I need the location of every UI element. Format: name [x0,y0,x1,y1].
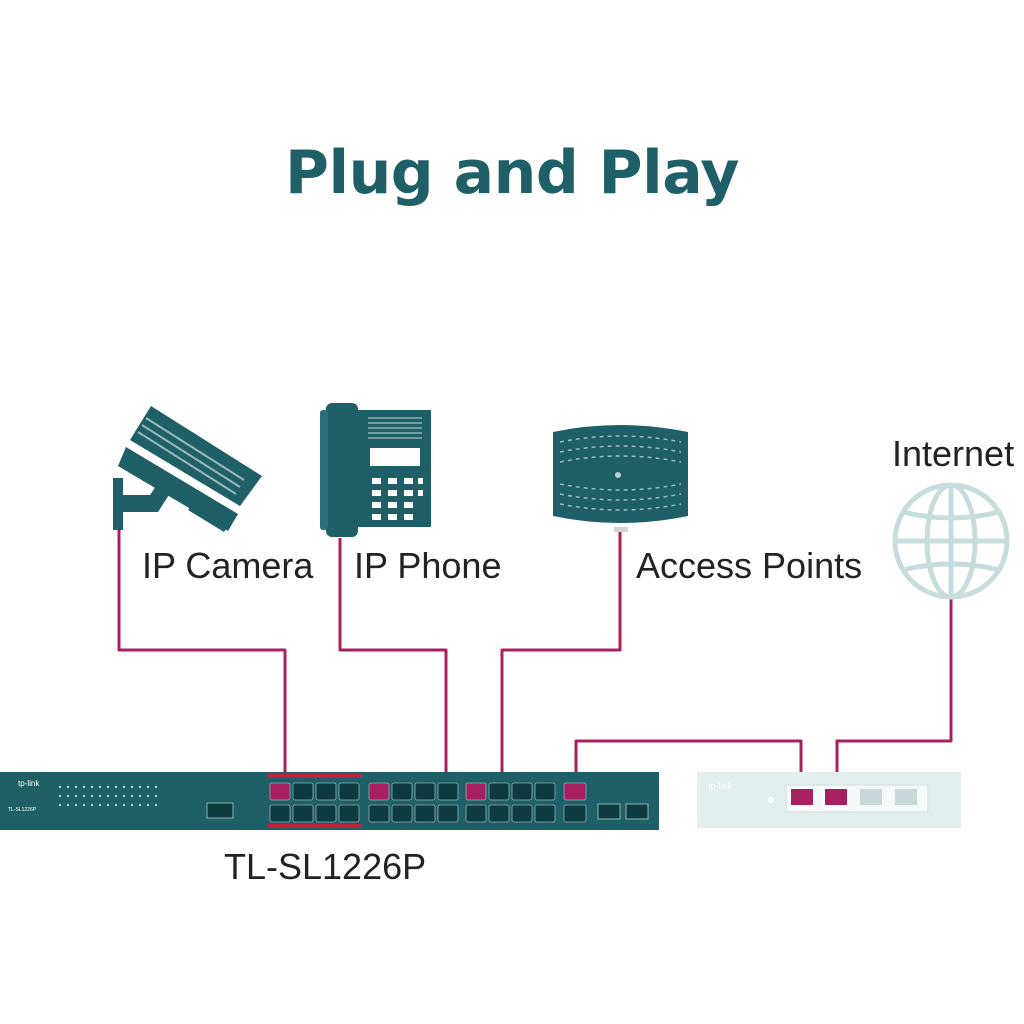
ethernet-port [414,782,436,801]
uplink-cable [574,739,803,785]
ethernet-port [315,782,337,801]
ethernet-port [269,804,291,823]
ethernet-port [488,804,510,823]
ip-camera-icon [113,406,262,532]
internet-cable [835,598,953,785]
uplink-port [563,782,587,801]
ip-camera-label: IP Camera [142,545,314,586]
ethernet-port [465,804,487,823]
ip-phone-label: IP Phone [354,545,502,586]
router-port-2 [825,789,847,805]
ethernet-port [391,804,413,823]
ip-phone-icon [320,403,431,537]
ethernet-port [511,782,533,801]
ethernet-port [315,804,337,823]
ethernet-port [292,804,314,823]
switch-model-label: TL-SL1226P [224,846,427,887]
access-point-cable [500,532,622,785]
status-leds [58,785,158,807]
sfp-ports [597,803,649,820]
ethernet-port [534,782,556,801]
internet-label: Internet [892,433,1015,474]
router-brand-logo: tp-link [708,781,733,791]
ethernet-port [534,804,556,823]
switch-brand-logo: tp-link [18,779,40,788]
globe-icon [892,482,1010,600]
ethernet-port [414,804,436,823]
router-port-3 [860,789,882,805]
console-port [206,802,234,819]
router-port-1 [791,789,813,805]
router: tp-link [697,772,961,828]
phone-cable [338,538,448,785]
uplink-port [563,804,587,823]
ethernet-port [391,782,413,801]
ethernet-port [368,804,390,823]
switch-front-model: TL-SL1226P [8,807,37,813]
access-points-label: Access Points [636,545,863,586]
access-point-icon [553,425,688,532]
diagram-title: Plug and Play [285,138,739,208]
ethernet-ports [269,782,587,823]
ethernet-port [465,782,487,801]
power-led [768,797,774,803]
ethernet-port [437,804,459,823]
ethernet-port [511,804,533,823]
router-port-4 [895,789,917,805]
ethernet-port [368,782,390,801]
ethernet-port [338,782,360,801]
camera-cable [117,528,287,785]
ethernet-port [269,782,291,801]
ethernet-port [437,782,459,801]
poe-switch: tp-link TL-SL1226P [0,772,659,830]
cables [117,528,953,785]
ethernet-port [292,782,314,801]
ethernet-port [338,804,360,823]
ethernet-port [488,782,510,801]
router-ports [789,787,917,809]
